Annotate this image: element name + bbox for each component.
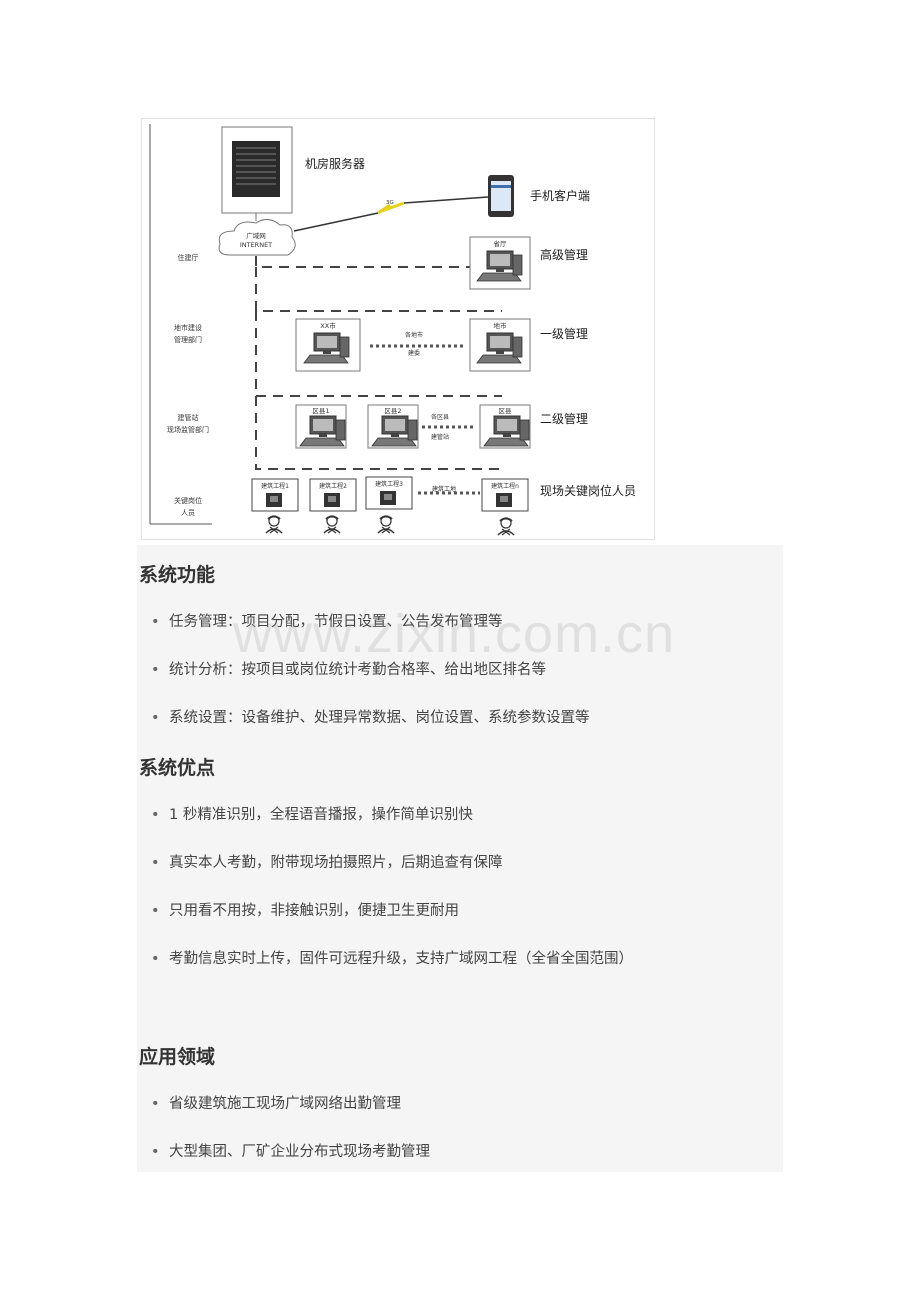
worker-icon <box>377 515 395 534</box>
pc-district-2-label: 区县2 <box>384 407 401 415</box>
site-n: 建筑工程n <box>481 478 529 536</box>
pc-district-1-label: 区县1 <box>312 407 329 415</box>
site-1-label: 建筑工程1 <box>261 482 289 490</box>
tier-label-2b: 管理部门 <box>174 335 202 344</box>
server-label: 机房服务器 <box>305 156 365 171</box>
bullet-icon: • <box>151 1144 160 1160</box>
phone-icon <box>488 175 514 217</box>
list-item-text: 考勤信息实时上传，固件可远程升级，支持广域网工程（全省全国范围） <box>169 951 633 967</box>
list-item-text: 统计分析：按项目或岗位统计考勤合格率、给出地区排名等 <box>169 662 546 678</box>
pc-district-n-label: 区县 <box>499 407 513 415</box>
section-title-advantages: 系统优点 <box>139 757 216 779</box>
phone-label: 手机客户端 <box>530 188 590 203</box>
site-3: 建筑工程3 <box>365 476 413 534</box>
pc-city-b-label: 地市 <box>494 321 508 330</box>
tier-label-2a: 地市建设 <box>174 323 202 332</box>
list-item: • 系统设置：设备维护、处理异常数据、岗位设置、系统参数设置等 <box>151 706 590 727</box>
city-link-label-2: 建委 <box>408 349 420 357</box>
bullet-icon: • <box>151 614 160 630</box>
tier-label-3b: 现场监管部门 <box>167 425 209 434</box>
district-link-label-1: 各区县 <box>431 413 449 421</box>
cloud-label-1: 广域网 <box>246 231 266 240</box>
list-item: • 真实本人考勤，附带现场拍摄照片，后期追查有保障 <box>151 851 503 872</box>
pc-city-a-label: XX市 <box>320 321 336 330</box>
list-item: • 1 秒精准识别，全程语音播报，操作简单识别快 <box>151 803 473 824</box>
list-item: • 只用看不用按，非接触识别，便捷卫生更耐用 <box>151 899 459 920</box>
site-2-label: 建筑工程2 <box>319 482 347 490</box>
list-item-text: 任务管理：项目分配，节假日设置、公告发布管理等 <box>169 614 503 630</box>
bullet-icon: • <box>151 855 160 871</box>
dashed-links <box>255 256 502 470</box>
tier-label-1: 住建厅 <box>178 253 199 262</box>
list-item-text: 真实本人考勤，附带现场拍摄照片，后期追查有保障 <box>169 855 503 871</box>
bullet-icon: • <box>151 662 160 678</box>
level-3-label: 现场关键岗位人员 <box>540 483 636 498</box>
city-link-label-1: 各地市 <box>405 331 423 339</box>
content-panel: 系统功能 • 任务管理：项目分配，节假日设置、公告发布管理等 • 统计分析：按项目或… <box>137 545 783 1172</box>
lightning-icon <box>377 201 405 215</box>
site-1: 建筑工程1 <box>251 478 299 534</box>
bullet-icon: • <box>151 951 160 967</box>
section-title-functions: 系统功能 <box>139 564 216 586</box>
site-n-label: 建筑工程n <box>491 482 519 490</box>
network-diagram: 住建厅 地市建设 管理部门 建管站 现场监管部门 关键岗位 人员 机房服务器 广… <box>141 118 655 540</box>
server-icon <box>232 141 280 197</box>
tier-label-3a: 建管站 <box>178 413 199 422</box>
tier-label-4a: 关键岗位 <box>174 496 202 505</box>
bullet-icon: • <box>151 903 160 919</box>
link-label: 3G <box>386 200 394 206</box>
list-item-text: 1 秒精准识别，全程语音播报，操作简单识别快 <box>169 807 473 823</box>
list-item-text: 只用看不用按，非接触识别，便捷卫生更耐用 <box>169 903 459 919</box>
pc-top-label: 省厅 <box>494 239 508 248</box>
cloud-label-2: INTERNET <box>240 241 272 249</box>
bullet-icon: • <box>151 1096 160 1112</box>
bullet-icon: • <box>151 710 160 726</box>
list-item: • 大型集团、厂矿企业分布式现场考勤管理 <box>151 1140 430 1161</box>
list-item: • 统计分析：按项目或岗位统计考勤合格率、给出地区排名等 <box>151 658 546 679</box>
tier-label-4b: 人员 <box>181 509 195 517</box>
list-item: • 考勤信息实时上传，固件可远程升级，支持广域网工程（全省全国范围） <box>151 947 633 968</box>
site-2: 建筑工程2 <box>309 478 357 534</box>
level-1-label: 一级管理 <box>540 326 588 341</box>
bullet-icon: • <box>151 807 160 823</box>
level-2-label: 二级管理 <box>540 411 588 426</box>
list-item-text: 系统设置：设备维护、处理异常数据、岗位设置、系统参数设置等 <box>169 710 590 726</box>
list-item: • 任务管理：项目分配，节假日设置、公告发布管理等 <box>151 610 503 631</box>
worker-icon <box>323 515 341 534</box>
site-3-label: 建筑工程3 <box>375 480 403 488</box>
worker-icon <box>497 517 515 536</box>
level-senior-label: 高级管理 <box>540 247 588 262</box>
section-title-applications: 应用领域 <box>139 1046 216 1068</box>
internet-cloud-icon <box>218 219 296 256</box>
list-item-text: 省级建筑施工现场广域网络出勤管理 <box>169 1096 401 1112</box>
worker-icon <box>265 515 283 534</box>
list-item: • 省级建筑施工现场广域网络出勤管理 <box>151 1092 401 1113</box>
district-link-label-2: 建管站 <box>431 433 449 441</box>
site-link-label: 建筑工地 <box>432 485 456 493</box>
list-item-text: 大型集团、厂矿企业分布式现场考勤管理 <box>169 1144 430 1160</box>
